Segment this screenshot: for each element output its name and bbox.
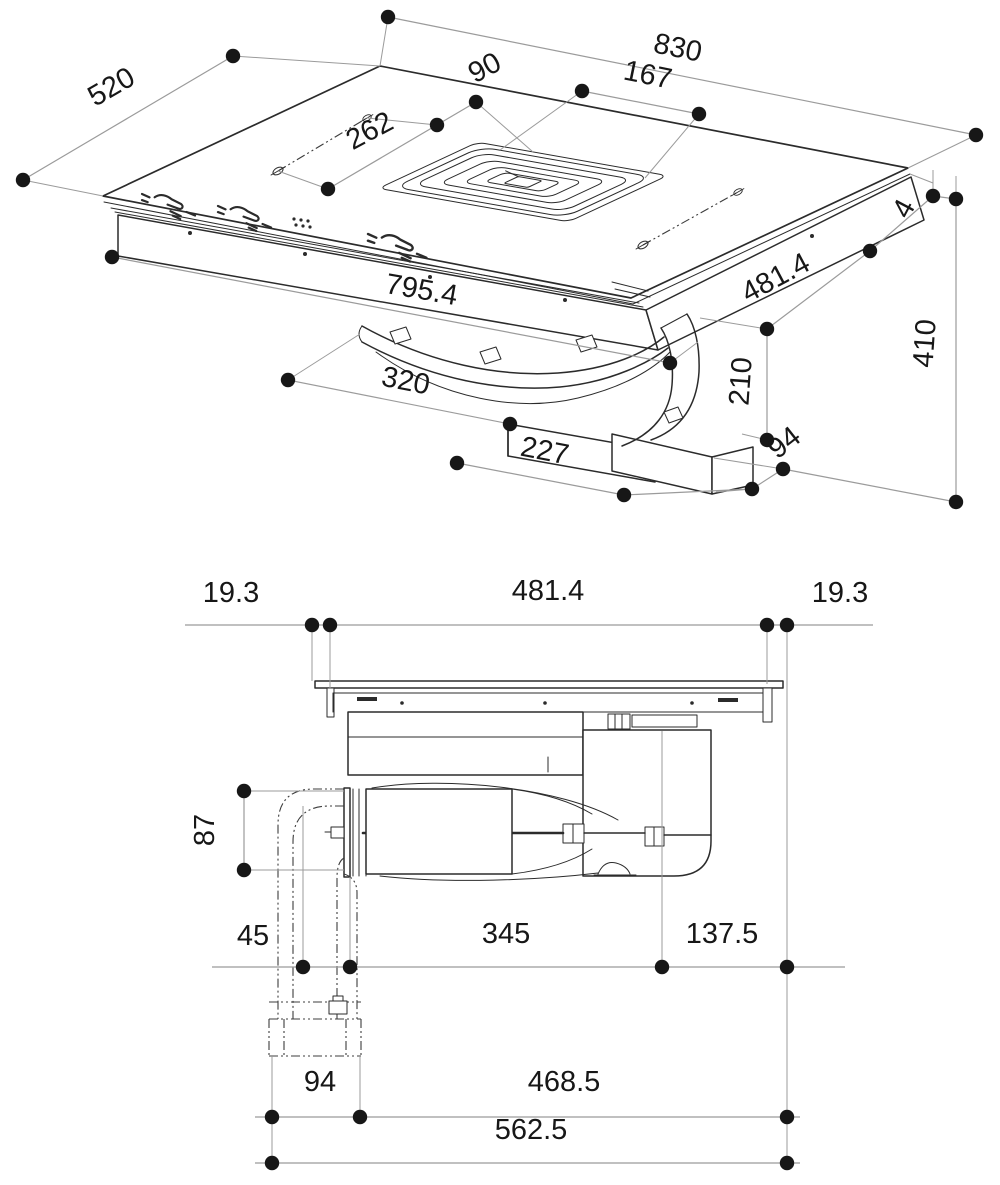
fixing-hole-axis-left	[268, 111, 375, 179]
dim-overhang-right: 19.3	[812, 577, 868, 609]
dim-offset-right: 137.5	[686, 918, 759, 950]
plenum-chamber-side	[562, 729, 712, 877]
mounting-frame-iso	[110, 176, 925, 351]
hob-body-side	[332, 692, 764, 776]
duct-elbow-iso	[611, 281, 754, 495]
iso-view	[102, 65, 925, 495]
dim-length-total: 562.5	[495, 1114, 568, 1146]
dim-body-length: 345	[482, 918, 530, 950]
side-view	[268, 680, 784, 1057]
extension-lines	[22, 16, 977, 1163]
exhaust-duct-phantom	[268, 788, 362, 1057]
dim-spigot-height: 87	[189, 814, 221, 846]
dimension-lines	[22, 16, 977, 1164]
dot-grid-marking	[292, 217, 312, 229]
blower-housing-iso	[358, 325, 671, 404]
control-markings	[137, 190, 431, 266]
dimension-dots	[15, 9, 984, 1171]
fixing-hole-axis-right	[633, 185, 746, 253]
dim-duct-width-side: 94	[304, 1066, 336, 1098]
dim-housing-height: 210	[723, 356, 758, 407]
dim-offset-front: 45	[237, 920, 269, 952]
blower-side	[324, 782, 712, 881]
dim-housing-width: 320	[379, 361, 433, 402]
dim-length-mid: 468.5	[528, 1066, 601, 1098]
dim-overall-height: 410	[907, 318, 942, 369]
extraction-grille	[379, 142, 668, 222]
dim-duct-depth: 94	[762, 420, 807, 465]
dim-overhang-left: 19.3	[203, 577, 259, 609]
dim-overall-depth: 520	[83, 61, 141, 113]
dim-cutout-width: 481.4	[512, 575, 585, 607]
